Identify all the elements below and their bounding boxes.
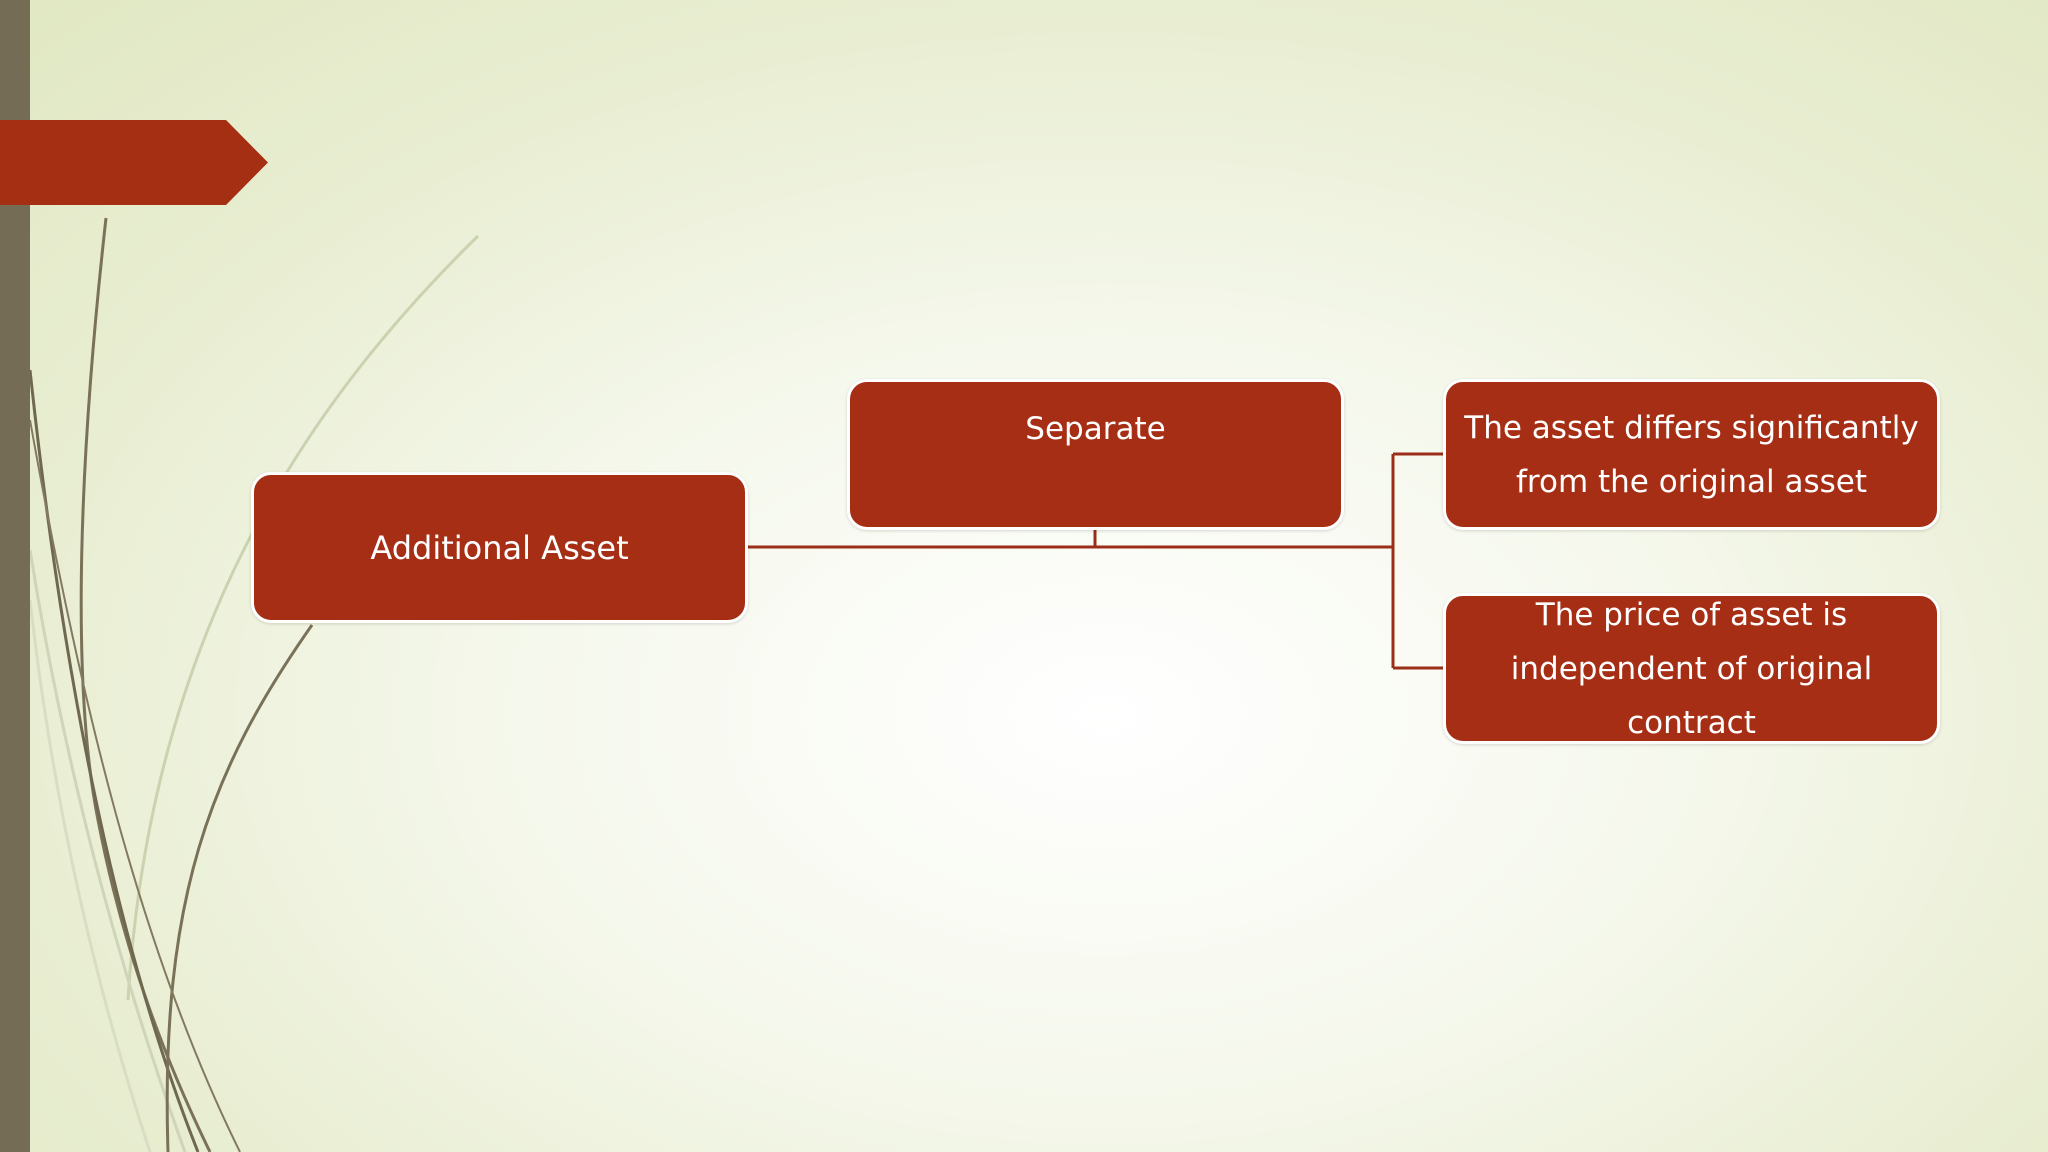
node-additional-asset-label: Additional Asset — [370, 528, 629, 567]
node-separate: Separate — [847, 379, 1344, 530]
node-additional-asset: Additional Asset — [251, 472, 748, 623]
node-condition-differs-label: The asset differs significantly from the… — [1464, 409, 1919, 500]
title-arrow-shape — [0, 120, 268, 205]
decor-curve-light-2 — [28, 549, 187, 1152]
node-condition-differs: The asset differs significantly from the… — [1443, 379, 1940, 530]
decor-curve-dark-3 — [165, 624, 314, 1152]
node-condition-independent-price: The price of asset is independent of ori… — [1443, 593, 1940, 744]
decor-curve-dark-1 — [79, 217, 212, 1152]
node-condition-independent-price-label: The price of asset is independent of ori… — [1510, 596, 1873, 741]
decor-curve-light-1 — [126, 234, 480, 1001]
decor-curve-dark-4 — [29, 419, 241, 1152]
decor-curve-dark-2 — [28, 369, 200, 1152]
node-separate-label: Separate — [1025, 411, 1166, 447]
decor-curve-light-3 — [28, 599, 152, 1152]
